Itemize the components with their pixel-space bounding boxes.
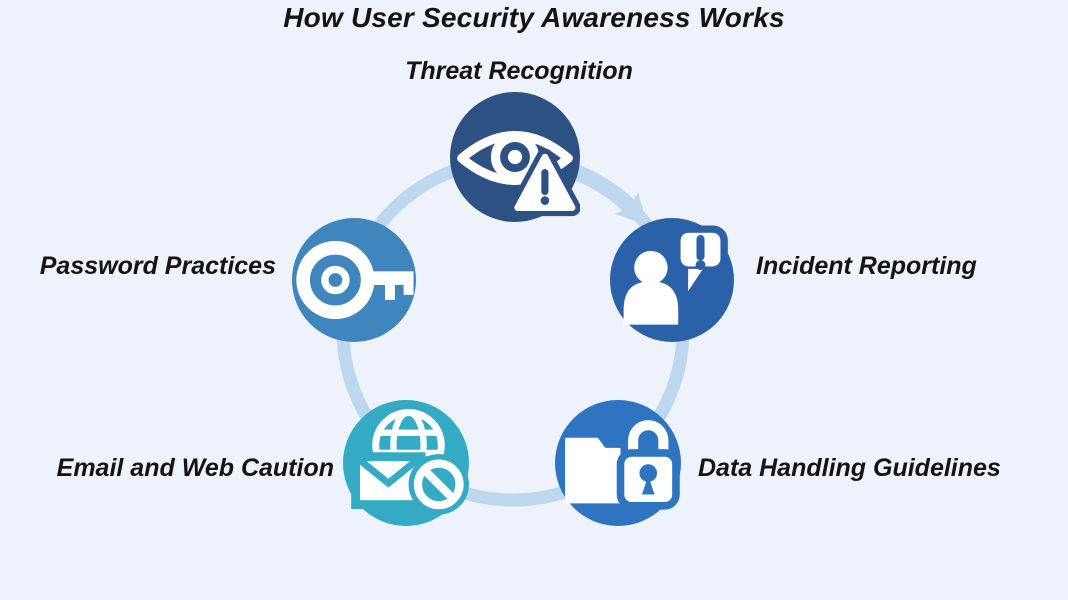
- node-email-web-caution: [343, 400, 469, 526]
- node-data-handling: [555, 400, 681, 526]
- folder-lock-icon: [565, 415, 680, 510]
- globe-mail-block-icon: [351, 409, 469, 515]
- label-data-handling: Data Handling Guidelines: [698, 454, 1001, 482]
- node-threat-recognition: [450, 92, 580, 222]
- arrowhead-icon: [614, 191, 648, 226]
- person-alert-speech-icon: [623, 225, 728, 325]
- node-incident-reporting: [610, 218, 734, 342]
- key-icon: [296, 240, 414, 320]
- node-password-practices: [292, 218, 416, 342]
- page-title: How User Security Awareness Works: [283, 2, 785, 33]
- label-incident-reporting: Incident Reporting: [756, 252, 977, 280]
- label-threat-recognition: Threat Recognition: [405, 57, 633, 85]
- eye-warning-icon: [457, 131, 580, 217]
- label-password-practices: Password Practices: [39, 252, 276, 280]
- label-email-web-caution: Email and Web Caution: [56, 454, 334, 482]
